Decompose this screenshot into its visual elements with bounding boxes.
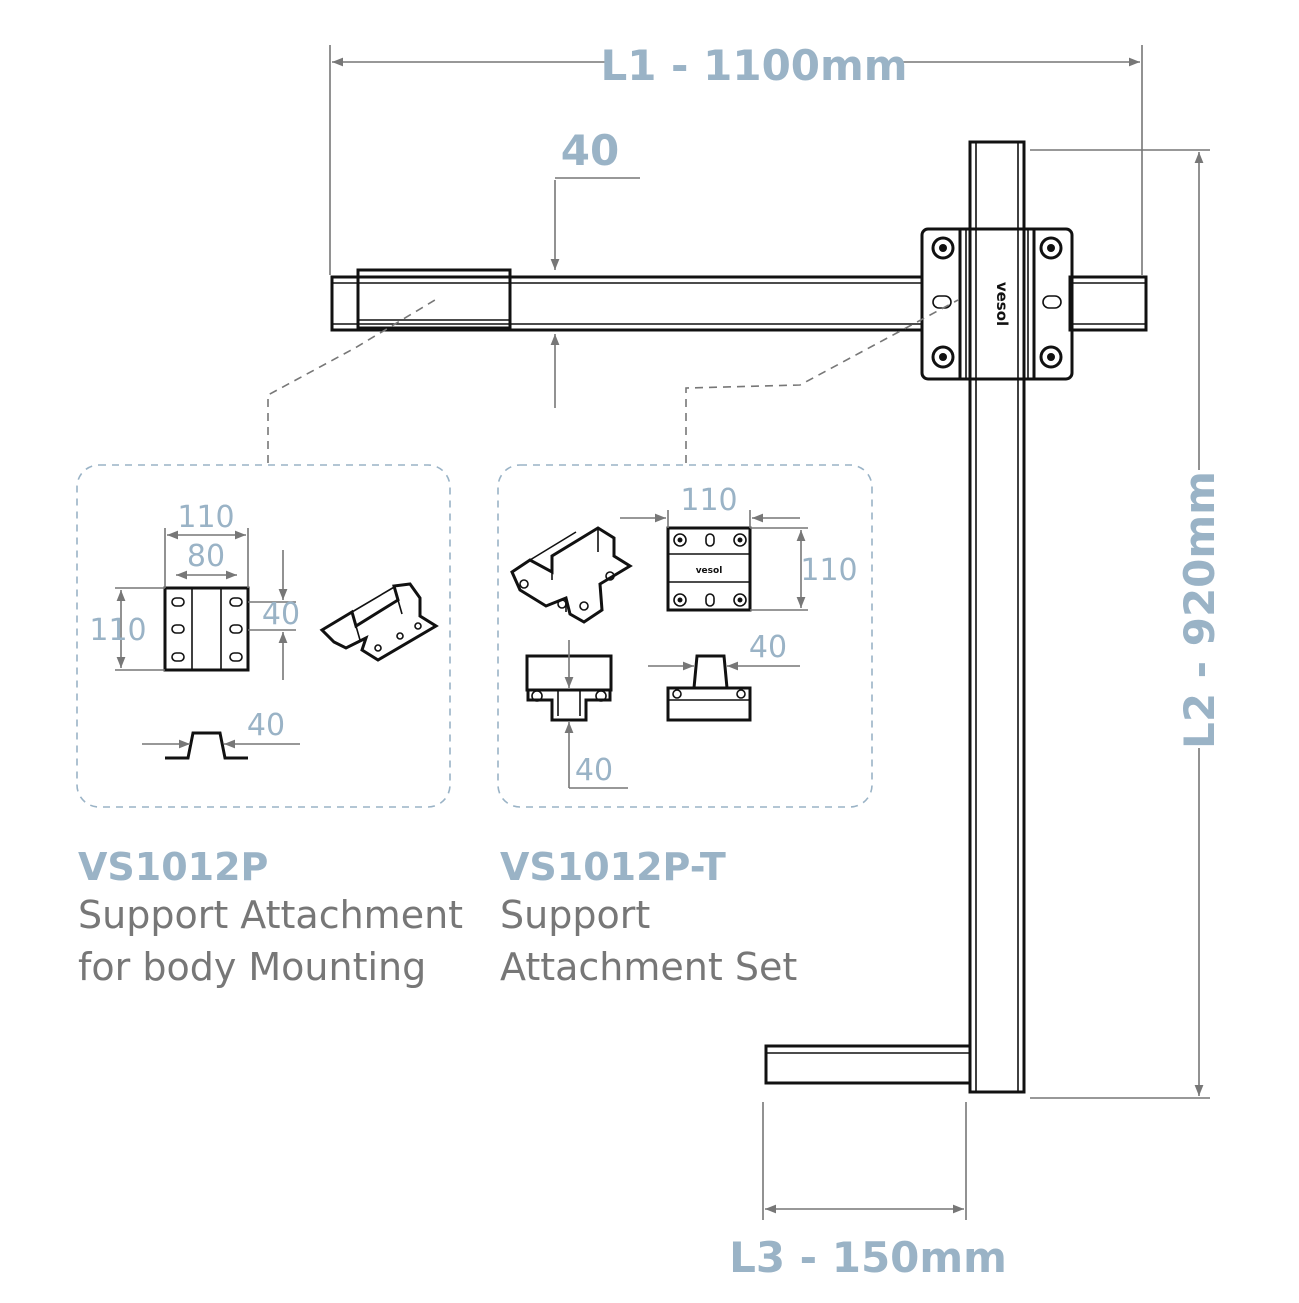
l1-label: L1 - 1100mm (600, 41, 907, 90)
l1-dimension: L1 - 1100mm (329, 41, 1143, 275)
leader-lines (267, 299, 959, 463)
cross-set-iso-icon (510, 526, 633, 624)
product-desc-line1: Support Attachment (78, 893, 463, 937)
product-box-vs1012p-t: vesol 110 110 40 40 (497, 464, 873, 808)
l2-dimension: L2 - 920mm (1030, 149, 1224, 1099)
svg-text:40: 40 (262, 597, 300, 632)
bracket-profile-icon (165, 731, 248, 760)
l2-label: L2 - 920mm (1175, 471, 1224, 749)
foot-bar (764, 1044, 972, 1085)
caption-vs1012p-t: VS1012P-T Support Attachment Set (500, 845, 797, 989)
cross-clamp: vesol (920, 227, 1074, 381)
svg-text:110: 110 (800, 553, 857, 588)
bracket-iso-icon (319, 582, 439, 662)
product-desc-line2: for body Mounting (78, 945, 426, 989)
plate-brand-mark: vesol (696, 566, 723, 576)
brand-mark: vesol (993, 282, 1011, 326)
product-code: VS1012P (78, 845, 268, 889)
rail-height-label: 40 (561, 126, 619, 175)
l3-label: L3 - 150mm (729, 1233, 1007, 1282)
svg-text:110: 110 (89, 613, 146, 648)
horizontal-rail (330, 268, 1148, 332)
l3-dimension: L3 - 150mm (729, 1102, 1007, 1282)
product-desc-line1: Support (500, 893, 650, 937)
svg-text:110: 110 (680, 483, 737, 518)
product-code: VS1012P-T (500, 845, 726, 889)
front-profile-icon (666, 654, 752, 722)
svg-text:40: 40 (749, 630, 787, 665)
caption-vs1012p: VS1012P Support Attachment for body Moun… (78, 845, 463, 989)
svg-text:40: 40 (575, 753, 613, 788)
svg-text:110: 110 (177, 500, 234, 535)
product-box-vs1012p: 110 80 110 40 40 (76, 464, 451, 808)
svg-text:80: 80 (187, 539, 225, 574)
vertical-post (968, 140, 1026, 1094)
bolt-icon (931, 236, 1063, 369)
rail-height-dimension: 40 (550, 126, 640, 408)
svg-text:40: 40 (247, 708, 285, 743)
product-desc-line2: Attachment Set (500, 945, 797, 989)
